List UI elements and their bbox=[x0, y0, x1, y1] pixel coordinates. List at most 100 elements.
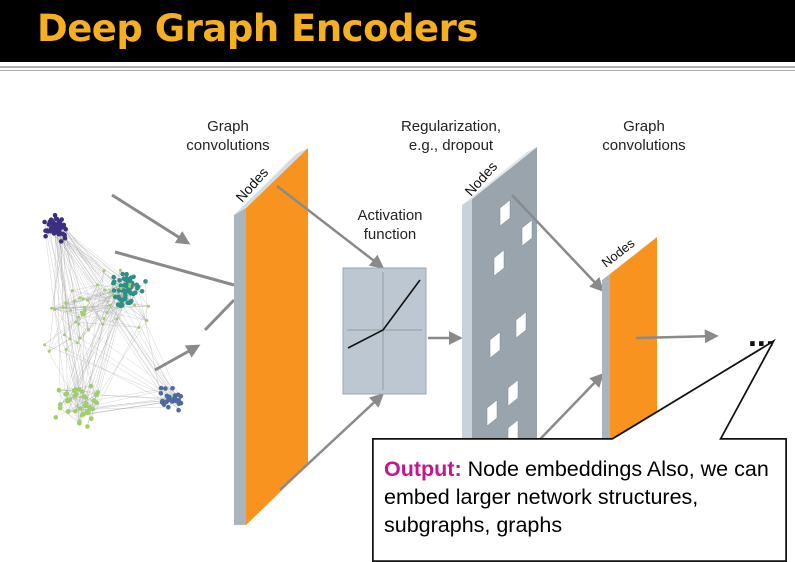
graph-edge bbox=[44, 221, 76, 390]
graph-edge bbox=[65, 394, 84, 415]
graph-node bbox=[56, 231, 62, 237]
graph-edge bbox=[59, 220, 179, 411]
graph-node bbox=[178, 400, 184, 406]
graph-node bbox=[82, 312, 86, 316]
graph-node bbox=[123, 293, 128, 299]
graph-edge bbox=[68, 399, 174, 412]
input-network-graph bbox=[42, 212, 184, 429]
graph-node bbox=[69, 308, 73, 312]
graph-node bbox=[42, 219, 47, 225]
graph-edge bbox=[54, 309, 77, 395]
graph-node bbox=[103, 288, 107, 292]
graph-node bbox=[65, 409, 71, 415]
arrow-into-conv1 bbox=[111, 193, 191, 245]
graph-edge bbox=[88, 294, 114, 330]
graph-node bbox=[159, 400, 165, 405]
graph-node bbox=[143, 279, 148, 284]
graph-node bbox=[119, 302, 125, 308]
graph-node bbox=[53, 308, 57, 311]
graph-edge bbox=[54, 232, 167, 402]
graph-node bbox=[77, 406, 83, 411]
title-bar: Deep Graph Encoders bbox=[0, 0, 795, 62]
graph-edge bbox=[53, 233, 125, 279]
graph-node bbox=[43, 234, 48, 239]
graph-node bbox=[135, 284, 141, 290]
arrow-into-conv1 bbox=[154, 344, 201, 372]
graph-node bbox=[94, 400, 99, 406]
graph-edge bbox=[59, 222, 111, 292]
graph-edge bbox=[54, 231, 56, 310]
graph-node bbox=[95, 390, 100, 395]
graph-node bbox=[79, 389, 85, 394]
graph-edge bbox=[48, 224, 64, 308]
graph-edge bbox=[64, 334, 162, 394]
graph-edge bbox=[65, 349, 87, 413]
graph-node bbox=[58, 239, 64, 244]
graph-edge bbox=[54, 228, 90, 408]
graph-node bbox=[73, 408, 78, 414]
graph-node bbox=[53, 228, 58, 234]
graph-node bbox=[85, 424, 90, 429]
graph-node bbox=[83, 309, 87, 313]
graph-edge bbox=[89, 320, 148, 410]
graph-node bbox=[119, 286, 123, 290]
relu-curve bbox=[347, 279, 421, 349]
graph-node bbox=[46, 222, 52, 227]
arrow-into-conv1 bbox=[203, 298, 236, 332]
graph-node bbox=[90, 406, 96, 412]
graph-node bbox=[67, 397, 73, 403]
conv1-nodes-slab bbox=[246, 148, 308, 525]
graph-edge bbox=[79, 297, 149, 307]
graph-node bbox=[79, 310, 83, 314]
activation-plot-frame bbox=[342, 267, 427, 395]
graph-edge bbox=[138, 286, 163, 403]
graph-node bbox=[133, 290, 138, 296]
graph-node bbox=[124, 283, 130, 289]
graph-node bbox=[176, 407, 181, 413]
graph-node bbox=[117, 278, 122, 283]
graph-node bbox=[116, 294, 121, 300]
conv-layer-1 bbox=[234, 148, 308, 525]
graph-edge bbox=[60, 407, 80, 424]
graph-node bbox=[112, 294, 118, 300]
graph-node bbox=[102, 269, 106, 273]
graph-edge bbox=[65, 278, 127, 304]
graph-edge bbox=[89, 407, 169, 410]
graph-node bbox=[131, 274, 136, 280]
graph-node bbox=[64, 301, 68, 305]
graph-edge bbox=[96, 295, 126, 403]
dropout-cell bbox=[521, 219, 533, 247]
graph-node bbox=[43, 228, 48, 233]
graph-edge bbox=[87, 300, 103, 325]
graph-node bbox=[56, 387, 62, 393]
graph-node bbox=[70, 289, 74, 293]
conv1-slab-edge bbox=[234, 208, 246, 525]
graph-node bbox=[147, 304, 151, 308]
graph-node bbox=[118, 268, 122, 272]
graph-node bbox=[129, 298, 134, 304]
graph-node bbox=[63, 392, 68, 397]
graph-node bbox=[178, 394, 184, 399]
graph-edge bbox=[68, 397, 170, 412]
graph-node bbox=[145, 319, 149, 323]
graph-node bbox=[88, 383, 94, 389]
graph-node bbox=[133, 303, 137, 307]
graph-edge bbox=[61, 219, 180, 404]
graph-edge bbox=[93, 388, 166, 401]
graph-node bbox=[108, 303, 112, 307]
graph-node bbox=[119, 298, 125, 303]
graph-node bbox=[57, 402, 63, 407]
callout-bubble-inner bbox=[373, 343, 786, 561]
graph-node bbox=[48, 217, 54, 222]
graph-node bbox=[61, 222, 67, 228]
graph-node bbox=[111, 288, 117, 293]
graph-node bbox=[50, 306, 54, 310]
graph-node bbox=[87, 328, 90, 332]
graph-node bbox=[74, 320, 78, 324]
graph-node bbox=[61, 306, 65, 310]
graph-node bbox=[72, 299, 76, 303]
graph-node bbox=[166, 404, 171, 410]
graph-edge bbox=[51, 228, 120, 281]
graph-edge bbox=[56, 228, 162, 389]
dropout-cell bbox=[507, 379, 519, 407]
